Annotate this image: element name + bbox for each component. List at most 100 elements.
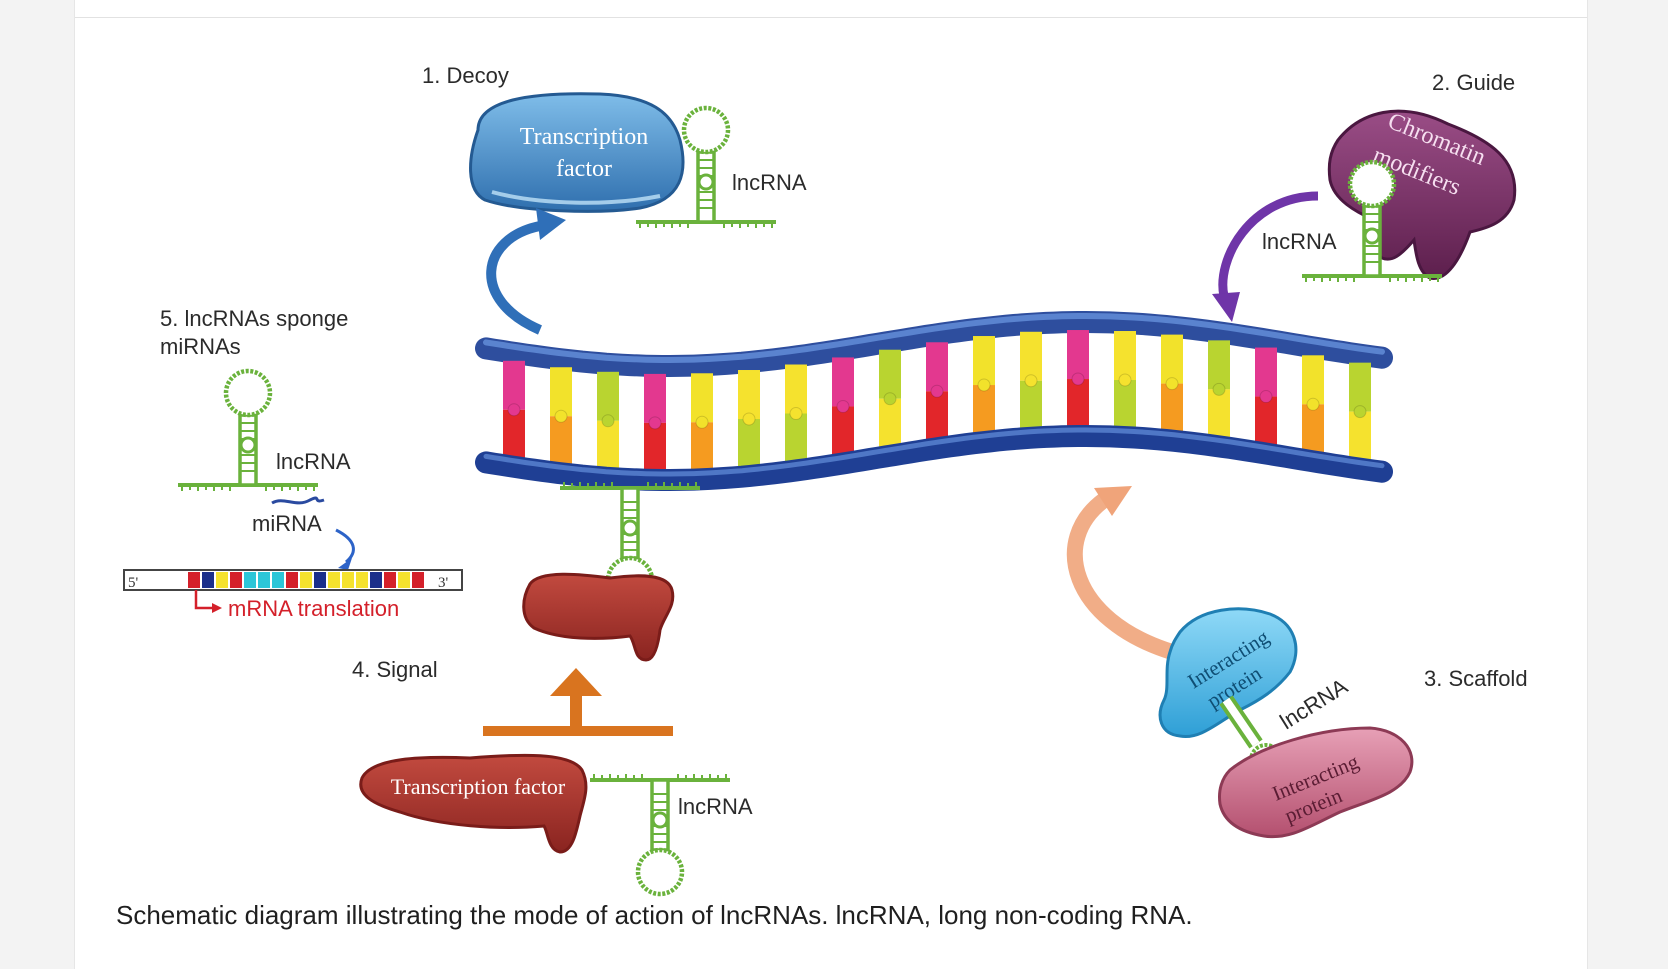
decoy-mechanism: 1. Decoy Transcription factor lncRNA: [422, 63, 807, 335]
transcription-factor-red-free: [359, 753, 588, 854]
mrna-codon-block: [244, 572, 256, 588]
sponge-label-line1: 5. lncRNAs sponge: [160, 306, 348, 331]
dna-base-pair-joint: [554, 409, 568, 423]
dna-base-top: [644, 373, 666, 423]
dna-base-bottom: [691, 422, 713, 472]
scaffold-mechanism: 3. Scaffold Interacting protein lncRNA I…: [1066, 486, 1528, 839]
transcription-factor-blue: [469, 92, 685, 213]
dna-base-bottom: [879, 398, 901, 448]
dna-base-top: [1161, 334, 1183, 384]
signal-arrow: [550, 668, 602, 696]
mrna-codon-block: [272, 572, 284, 588]
transcription-factor-red-bound: [522, 572, 675, 662]
lncrna-decoy-label: lncRNA: [732, 170, 807, 195]
dna-base-top: [691, 373, 713, 423]
dna-base-pair-joint: [1165, 377, 1179, 391]
dna-base-bottom: [550, 416, 572, 466]
tf-signal-label: Transcription factor: [391, 774, 566, 799]
mrna-codon-block: [370, 572, 382, 588]
sponge-mechanism: 5. lncRNAs sponge miRNAs lncRNA miRNA 5'…: [123, 306, 463, 621]
mrna-translation-label: mRNA translation: [228, 596, 399, 621]
mrna-codon-block: [328, 572, 340, 588]
mrna-codon-block: [188, 572, 200, 588]
figure-caption: Schematic diagram illustrating the mode …: [116, 900, 1193, 930]
dna-base-top: [503, 360, 525, 410]
dna-base-top: [1020, 331, 1042, 381]
dna-base-pair-joint: [742, 412, 756, 426]
guide-arrow: [1218, 191, 1319, 297]
lncrna-scaffold-label: lncRNA: [1275, 673, 1352, 734]
tf-decoy-line1: Transcription: [520, 124, 648, 150]
mrna-codon-block: [258, 572, 270, 588]
dna-base-bottom: [738, 419, 760, 469]
dna-base-top: [1255, 347, 1277, 397]
mrna-codon-block: [356, 572, 368, 588]
mrna-codon-block: [342, 572, 354, 588]
decoy-label: 1. Decoy: [422, 63, 509, 88]
dna-base-bottom: [503, 409, 525, 459]
dna-base-pair-joint: [836, 399, 850, 413]
dna-base-bottom: [597, 420, 619, 470]
tf-decoy-line2: factor: [556, 156, 612, 182]
dna-base-bottom: [1208, 389, 1230, 439]
dna-base-bottom: [644, 422, 666, 472]
mrna-codon-block: [286, 572, 298, 588]
guide-label: 2. Guide: [1432, 70, 1515, 95]
mrna-codon-block: [398, 572, 410, 588]
dna-base-pair-joint: [1212, 382, 1226, 396]
dna-base-bottom: [1255, 396, 1277, 446]
guide-mechanism: 2. Guide Chromatin modifiers lncRNA: [1212, 70, 1517, 322]
dna-base-pair-joint: [883, 392, 897, 406]
mrna-codons: [188, 572, 424, 588]
signal-bar: [483, 726, 673, 736]
dna-base-bottom: [926, 391, 948, 441]
mrna-codon-block: [314, 572, 326, 588]
dna-base-top: [1114, 331, 1136, 381]
dna-base-top: [1349, 362, 1371, 412]
interacting-protein-cyan: [1158, 607, 1298, 739]
dna-base-pair-joint: [507, 403, 521, 417]
dna-base-pair-joint: [977, 378, 991, 392]
dna-base-bottom: [1161, 383, 1183, 433]
dna-helix: [475, 311, 1393, 491]
mirna-strand: [271, 496, 325, 505]
mrna-codon-block: [202, 572, 214, 588]
dna-base-pair-joint: [1118, 373, 1132, 387]
mrna-codon-block: [384, 572, 396, 588]
dna-base-top: [738, 370, 760, 420]
interacting-protein-pink: [1218, 726, 1414, 839]
dna-base-pair-joint: [1306, 397, 1320, 411]
lncrna-guide-label: lncRNA: [1262, 229, 1337, 254]
dna-base-top: [1208, 340, 1230, 390]
dna-base-top: [785, 364, 807, 414]
dna-base-bottom: [785, 413, 807, 463]
sponge-label-line2: miRNAs: [160, 334, 241, 359]
dna-base-pair-joint: [648, 416, 662, 430]
dna-base-bottom: [832, 406, 854, 456]
decoy-arrow: [486, 221, 543, 335]
dna-base-pair-joint: [695, 415, 709, 429]
dna-base-top: [550, 367, 572, 417]
dna-base-pair-joint: [601, 414, 615, 428]
dna-base-pair-joint: [930, 384, 944, 398]
dna-base-bottom: [1020, 380, 1042, 430]
dna-base-top: [879, 349, 901, 399]
dna-base-bottom: [1349, 411, 1371, 461]
dna-base-top: [1302, 355, 1324, 405]
dna-base-pair-joint: [1353, 405, 1367, 419]
dna-base-pair-joint: [1024, 374, 1038, 388]
five-prime-label: 5': [128, 575, 139, 591]
mrna-codon-block: [216, 572, 228, 588]
mrna-codon-block: [230, 572, 242, 588]
signal-mechanism: 4. Signal Transcription factor lncRNA: [352, 482, 753, 894]
top-divider: [75, 17, 1587, 18]
dna-base-pair-joint: [789, 407, 803, 421]
signal-label: 4. Signal: [352, 657, 438, 682]
dna-base-bottom: [973, 385, 995, 435]
dna-base-bottom: [1067, 379, 1089, 429]
mirna-arrow: [335, 528, 355, 564]
lncrna-sponge-label: lncRNA: [276, 449, 351, 474]
dna-base-top: [1067, 330, 1089, 380]
scaffold-label: 3. Scaffold: [1424, 666, 1528, 691]
